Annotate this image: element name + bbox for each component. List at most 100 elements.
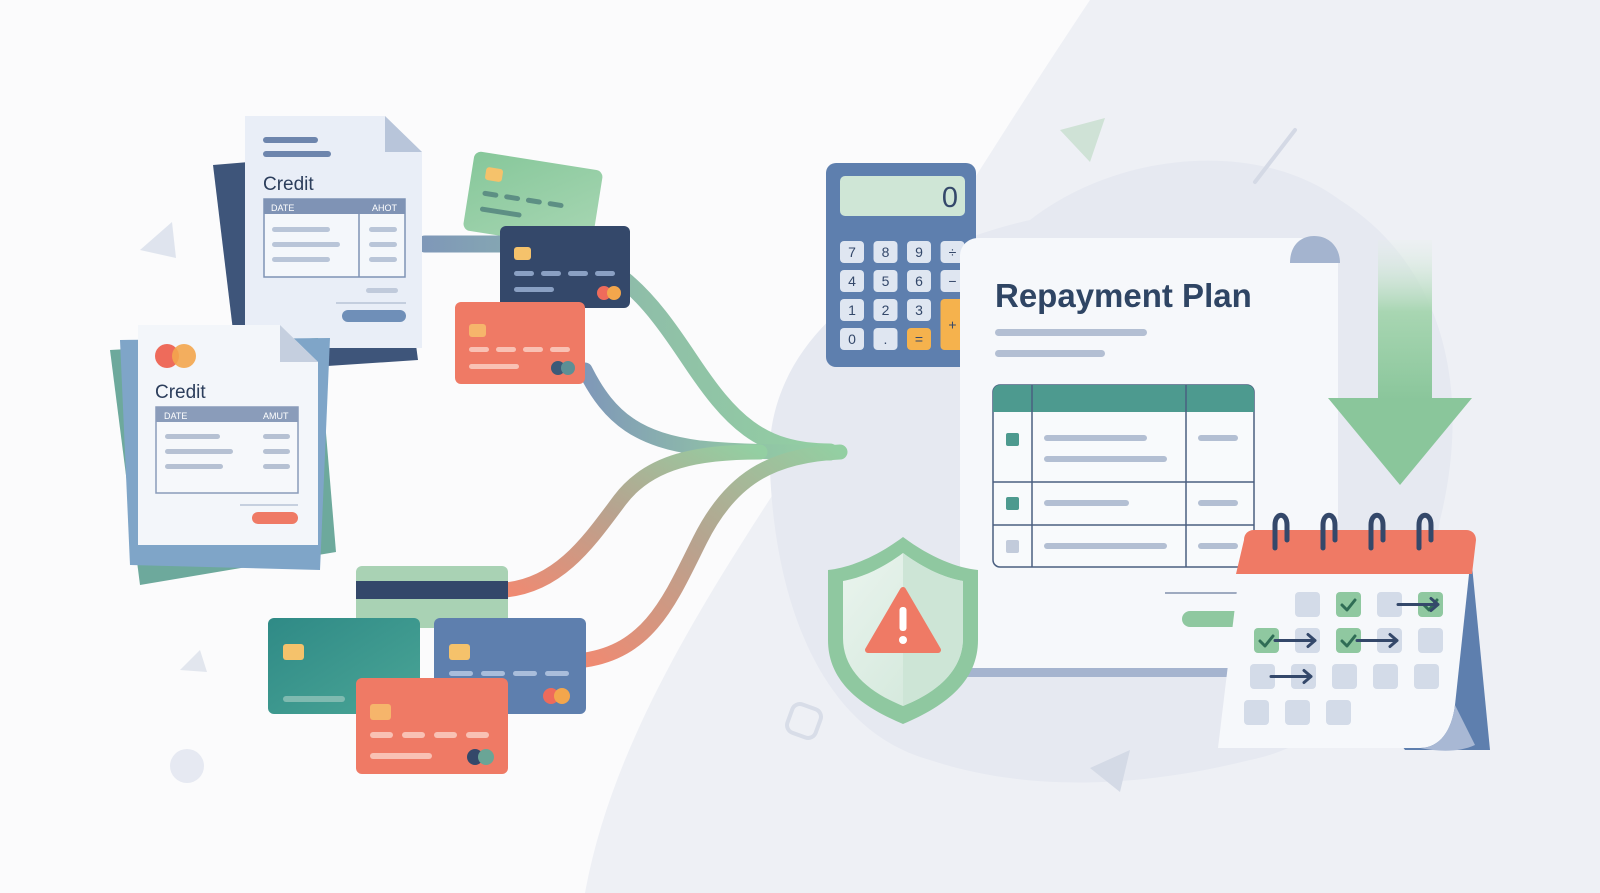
calendar-day (1250, 664, 1275, 689)
row-line (272, 242, 340, 247)
calculator-key (873, 299, 898, 321)
row-line (1198, 500, 1238, 506)
card-chip (485, 167, 504, 182)
credit-card-stack-top (455, 151, 630, 384)
flow-line (577, 444, 848, 668)
footer-line (366, 288, 398, 293)
calculator-key (907, 328, 931, 350)
card-name (479, 206, 522, 218)
row-line (1044, 435, 1147, 441)
row-line (165, 464, 223, 469)
calculator-key-label: + (948, 317, 956, 333)
warning-dot (899, 636, 907, 644)
calculator-screen (840, 176, 965, 216)
down-arrow-icon (1328, 240, 1472, 485)
card-number (514, 271, 534, 276)
row-line (1044, 456, 1167, 462)
calendar-ring (1416, 512, 1434, 551)
credit-card (356, 566, 508, 628)
repayment-plan-document: Repayment Plan (960, 236, 1340, 677)
row-marker (1006, 433, 1019, 446)
decor-triangle (140, 222, 176, 258)
card-brand-circle (597, 286, 611, 300)
card-brand-circle (554, 688, 570, 704)
calendar-day (1285, 700, 1310, 725)
card-stripe (356, 581, 508, 599)
card-chip (283, 644, 304, 660)
card-chip (469, 324, 486, 337)
subtitle-line (995, 350, 1105, 357)
calendar-day (1414, 664, 1439, 689)
row-line (165, 434, 220, 439)
flow-line (497, 444, 768, 598)
calculator-key (873, 328, 898, 350)
calculator-key-label: 1 (848, 302, 856, 318)
table-header (264, 199, 405, 214)
calculator-key-label: 5 (882, 273, 890, 289)
decor-circle (170, 749, 204, 783)
check-icon (1340, 634, 1357, 648)
card-number (481, 671, 505, 676)
calendar-day-done (1336, 628, 1361, 653)
calendar-rings (1272, 512, 1434, 551)
calendar-curl (1420, 705, 1475, 751)
calendar-day (1326, 700, 1351, 725)
row-line (263, 464, 290, 469)
card-brand-circle (551, 361, 565, 375)
calendar-icon (1218, 512, 1490, 751)
card-number (370, 732, 393, 738)
column-date: DATE (164, 411, 187, 421)
column-date: DATE (271, 203, 294, 213)
calculator-key (940, 270, 965, 292)
calculator-key (873, 241, 898, 263)
card-name (283, 696, 345, 702)
credit-statement: Credit DATE AMUT (110, 325, 336, 585)
calendar-day (1332, 664, 1357, 689)
card-number (523, 347, 543, 352)
header-line (263, 137, 318, 143)
calendar-ring (1320, 512, 1338, 551)
row-line (369, 242, 397, 247)
calculator-key (873, 270, 898, 292)
card-name (514, 287, 554, 292)
calendar-day (1377, 592, 1402, 617)
card-chip (514, 247, 531, 260)
calculator-key (907, 270, 931, 292)
decor-triangle (1060, 118, 1105, 162)
decor-triangle (180, 650, 207, 672)
calculator-key (940, 241, 965, 263)
calculator-key-label: 7 (848, 244, 856, 260)
calculator-key-label: . (884, 331, 888, 347)
header-line (263, 151, 331, 157)
calendar-day-done (1336, 592, 1361, 617)
card-number (434, 732, 457, 738)
warning-mark (899, 607, 907, 631)
card-number (545, 671, 569, 676)
arrow-head (1328, 398, 1472, 485)
card-body (356, 678, 508, 774)
plan-table-header (993, 385, 1254, 412)
calculator-key-label: ÷ (949, 244, 957, 260)
card-number (513, 671, 537, 676)
calculator-key (840, 270, 864, 292)
calculator-key-label: 6 (915, 273, 923, 289)
card-number (550, 347, 570, 352)
card-number (496, 347, 516, 352)
statement-title: Credit (263, 174, 314, 195)
calendar-ring (1368, 512, 1386, 551)
card-body (455, 302, 585, 384)
calculator-key (907, 299, 931, 321)
card-logo-circle (172, 344, 196, 368)
card-number (402, 732, 425, 738)
card-number (541, 271, 561, 276)
calendar-page (1218, 565, 1470, 748)
row-line (1044, 500, 1129, 506)
statement-title: Credit (155, 382, 206, 403)
card-number (547, 201, 564, 208)
row-line (272, 257, 330, 262)
decor-square (785, 702, 823, 740)
calculator-key-label: 9 (915, 244, 923, 260)
credit-card (463, 151, 603, 250)
calculator-display: 0 (942, 182, 958, 214)
